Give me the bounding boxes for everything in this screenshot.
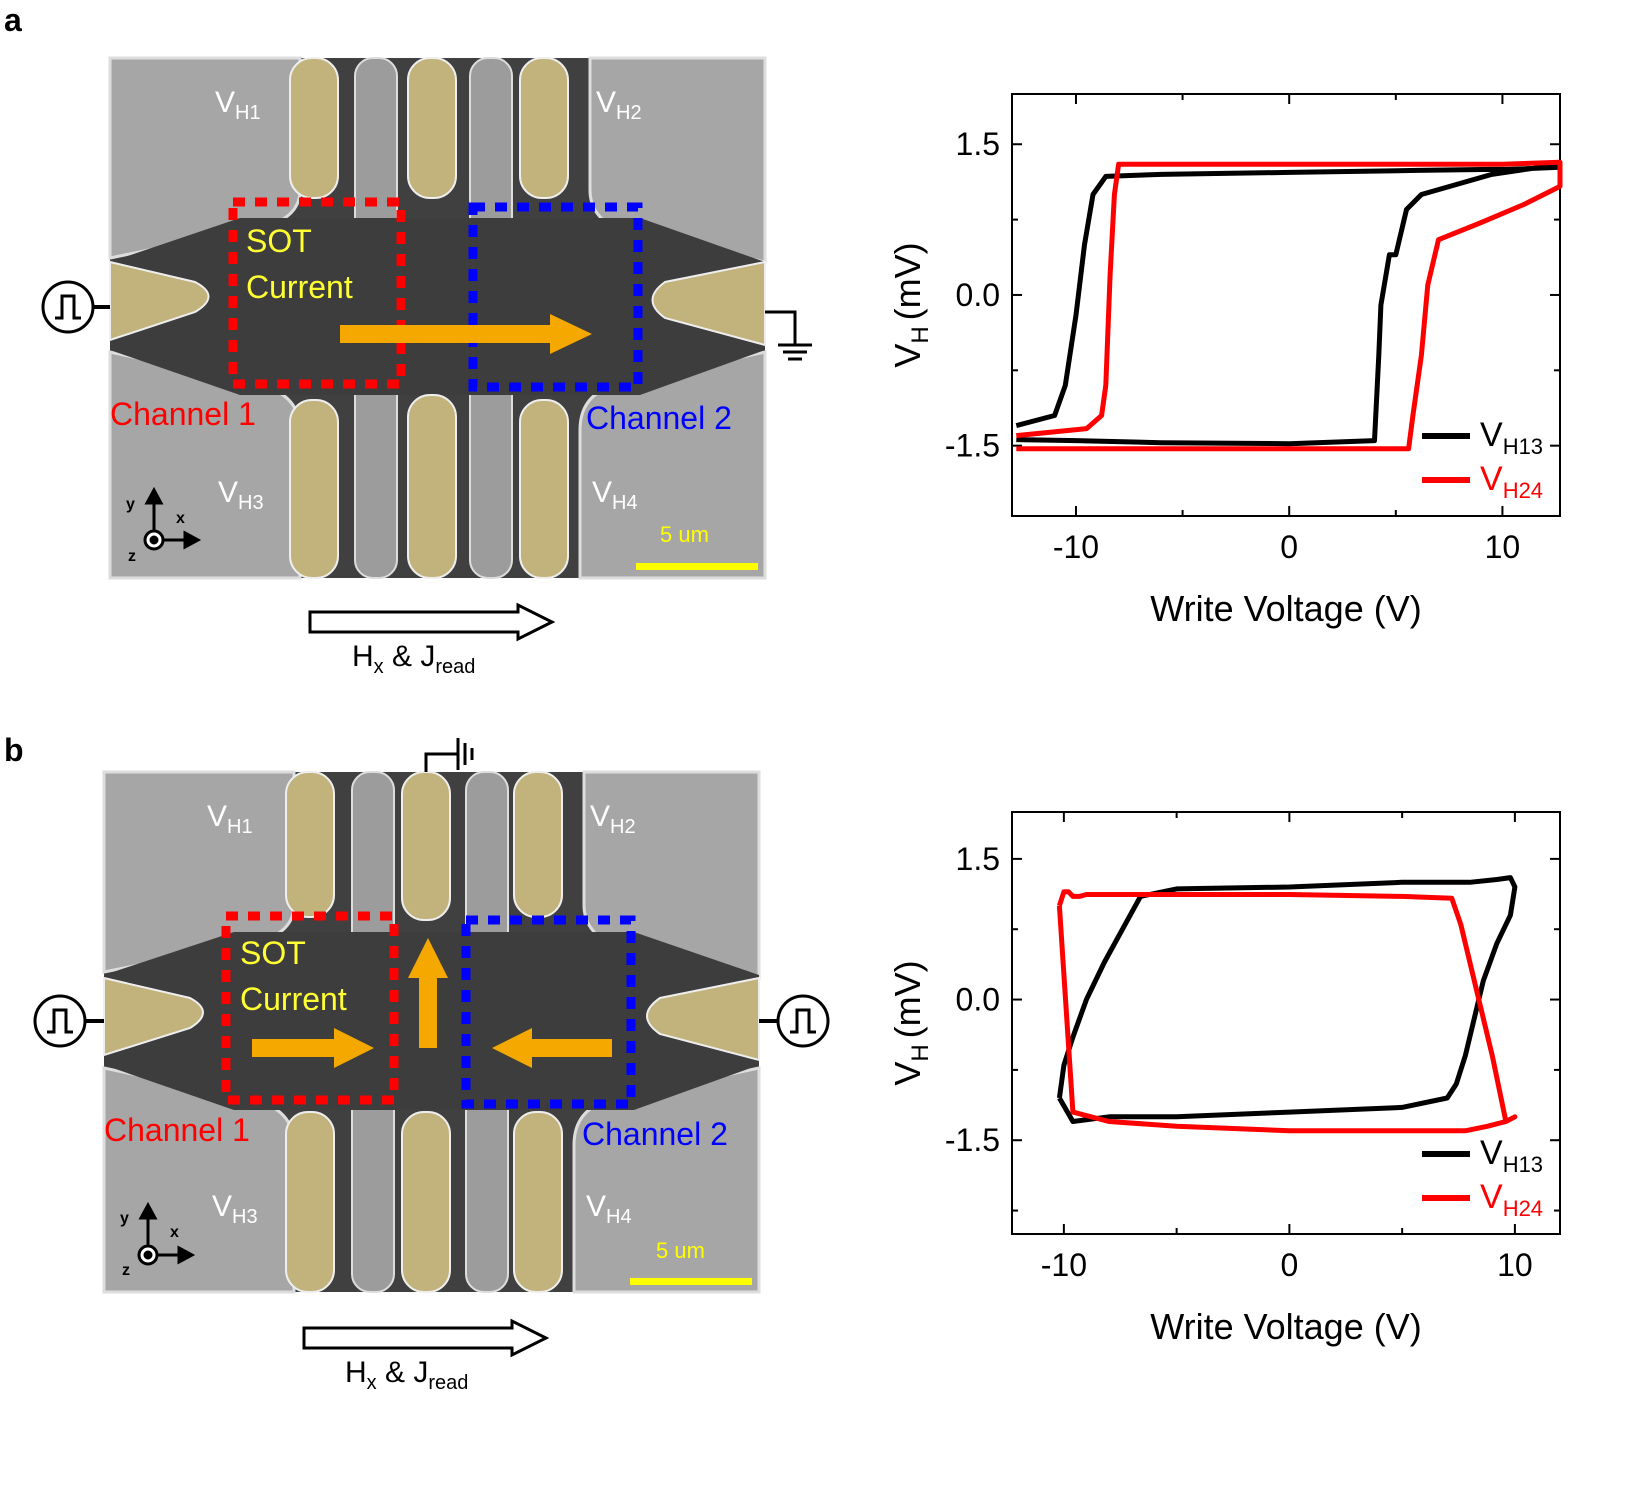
field-label: Hx & Jread [352,640,476,678]
y-tick-label: 1.5 [956,126,1000,162]
label-vh4: VH4 [586,1190,632,1228]
scale-bar [636,563,758,570]
pulse-source-left-icon [33,994,104,1048]
gold-right-electrode [651,260,766,347]
series-line-h24 [1016,159,1563,452]
ground-icon [765,310,812,361]
channel-1-label: Channel 1 [110,396,256,432]
legend-label: VH24 [1480,1178,1543,1221]
x-tick-label: 0 [1280,529,1298,565]
label-vh4: VH4 [592,476,638,514]
gold-left-electrode [109,260,210,342]
coordinate-axes-icon [137,1201,196,1266]
coordinate-axes-icon [143,486,202,551]
panel-a-label: a [4,2,22,38]
panel-a-micrograph [41,56,812,642]
channel-2-box [461,915,636,1109]
label-vh1: VH1 [215,86,261,124]
label-vh2: VH2 [596,86,642,124]
legend-label: VH13 [1480,416,1543,459]
gold-contact [285,771,335,918]
scale-bar [630,1278,752,1285]
channel-2-label: Channel 2 [586,400,732,436]
axis-label-y: y [120,1210,129,1227]
y-tick-label: 1.5 [956,841,1000,877]
channel-2-box [468,202,643,392]
x-tick-label: 10 [1497,1247,1533,1283]
label-vh3: VH3 [218,476,264,514]
channel-1-label: Channel 1 [104,1112,250,1148]
label-vh2: VH2 [590,800,636,838]
scale-bar-label: 5 um [656,1238,705,1263]
channel-2-label: Channel 2 [582,1116,728,1152]
field-direction-arrow [302,1318,550,1358]
panel-b-micrograph [33,738,830,1358]
y-tick-label: -1.5 [945,1122,1000,1158]
field-direction-arrow [308,602,556,642]
series-line-h24 [1056,889,1518,1134]
axis-label-y: y [126,496,135,513]
axis-label-x: x [176,510,185,527]
label-vh1: VH1 [207,800,253,838]
x-tick-label: -10 [1041,1247,1087,1283]
gold-contact [289,57,339,199]
y-tick-label: 0.0 [956,277,1000,313]
plot-frame [1011,811,1561,1235]
y-axis-label: VH(mV) [887,242,934,367]
field-label: Hx & Jread [345,1356,469,1394]
scale-bar-label: 5 um [660,522,709,547]
legend-label: VH13 [1480,1134,1543,1177]
current-arrow-head [550,314,592,354]
axis-label-z: z [122,1262,130,1279]
x-axis-label: Write Voltage (V) [1150,1306,1421,1347]
series-line-h13 [1015,161,1563,447]
y-tick-label: -1.5 [945,428,1000,464]
y-axis-label: VH(mV) [887,960,934,1085]
gold-right-electrode [646,976,760,1062]
axis-label-x: x [170,1224,179,1241]
ground-top-icon [424,738,474,772]
pulse-source-icon [41,280,110,334]
x-tick-label: 10 [1485,529,1521,565]
axis-label-z: z [128,548,136,565]
x-tick-label: -10 [1053,529,1099,565]
panel-b-label: b [4,732,24,768]
label-vh3: VH3 [212,1190,258,1228]
pulse-source-right-icon [759,994,830,1048]
gold-left-electrode [103,976,204,1057]
series-line-h13 [1056,875,1518,1124]
legend-label: VH24 [1480,460,1543,503]
x-tick-label: 0 [1280,1247,1298,1283]
x-axis-label: Write Voltage (V) [1150,588,1421,629]
plot-frame [1011,93,1561,517]
y-tick-label: 0.0 [956,982,1000,1018]
